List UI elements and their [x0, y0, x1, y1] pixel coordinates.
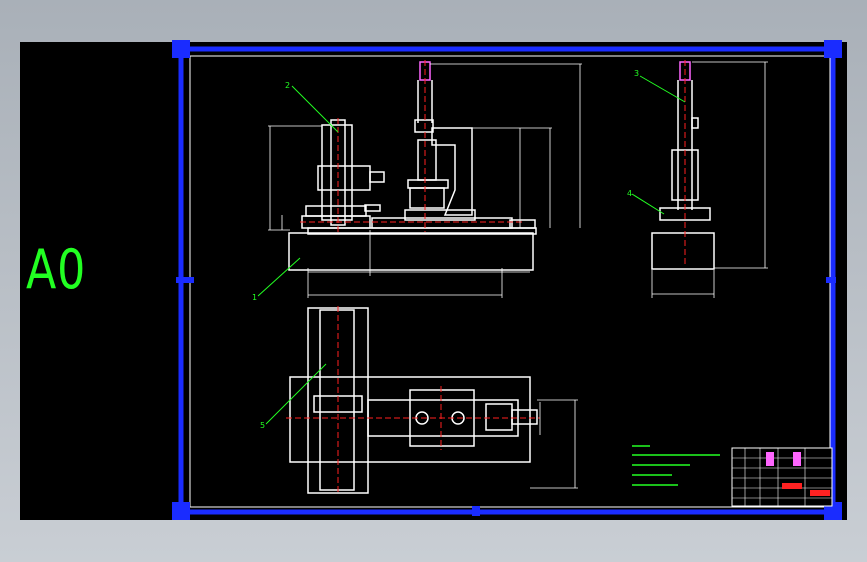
side-view — [651, 61, 715, 270]
front-view — [288, 61, 537, 271]
top-view — [289, 307, 538, 494]
side-view-leaders — [631, 75, 686, 215]
top-view-centerlines — [286, 306, 540, 494]
technical-notes — [632, 445, 720, 486]
top-view-leaders — [265, 363, 327, 425]
sheet-size-label: A0 — [26, 238, 87, 301]
title-block — [731, 447, 833, 507]
top-view-dimensions — [530, 399, 578, 489]
front-view-centerlines — [300, 60, 525, 232]
front-view-leaders — [257, 85, 339, 297]
side-view-dimensions — [651, 61, 768, 298]
balloon-side-4: 4 — [627, 189, 632, 198]
balloon-front-2: 2 — [285, 81, 290, 90]
balloon-side-3: 3 — [634, 69, 639, 78]
balloon-front-1: 1 — [252, 293, 257, 302]
front-view-dimensions — [268, 63, 582, 298]
border-frame — [172, 40, 842, 520]
balloon-top-5: 5 — [260, 421, 265, 430]
